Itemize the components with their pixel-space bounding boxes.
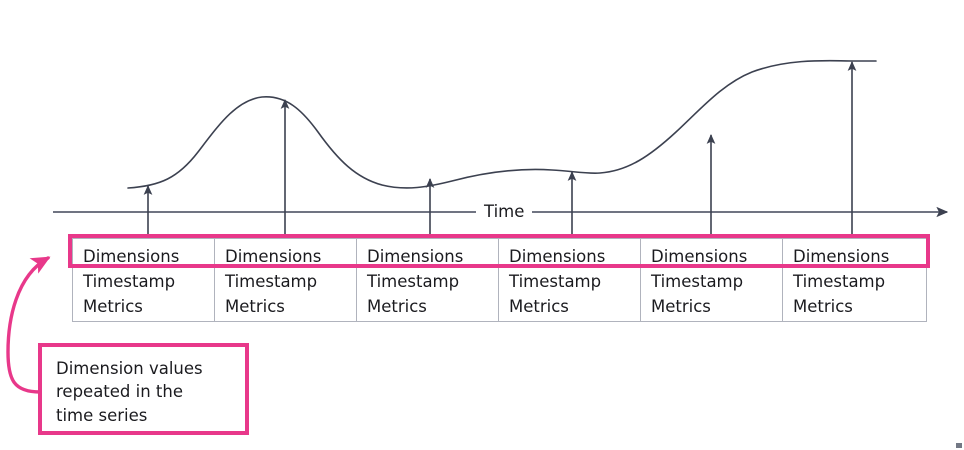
record-field-timestamp: Timestamp: [83, 272, 176, 291]
record-field-metrics: Metrics: [225, 297, 285, 316]
record-field-dimensions: Dimensions: [367, 247, 464, 266]
record-field-timestamp: Timestamp: [225, 272, 318, 291]
sample-arrow-group: [143, 61, 857, 240]
callout-connector-arrow: [6, 256, 51, 394]
corner-artifact: [956, 443, 962, 448]
record-field-dimensions: Dimensions: [83, 247, 180, 266]
record-field-dimensions: Dimensions: [509, 247, 606, 266]
record-field-metrics: Metrics: [651, 297, 711, 316]
record-field-timestamp: Timestamp: [367, 272, 460, 291]
record-field-dimensions: Dimensions: [793, 247, 890, 266]
record-field-metrics: Metrics: [83, 297, 143, 316]
callout-text: Dimension values repeated in the time se…: [56, 359, 203, 425]
callout-box: Dimension values repeated in the time se…: [38, 343, 249, 435]
time-series-curve: [127, 59, 877, 189]
record-field-dimensions: Dimensions: [651, 247, 748, 266]
record-field-metrics: Metrics: [509, 297, 569, 316]
record-field-metrics: Metrics: [367, 297, 427, 316]
record-field-dimensions: Dimensions: [225, 247, 322, 266]
record-field-metrics: Metrics: [793, 297, 853, 316]
record-field-timestamp: Timestamp: [793, 272, 886, 291]
record-field-timestamp: Timestamp: [651, 272, 744, 291]
record-field-timestamp: Timestamp: [509, 272, 602, 291]
time-axis-label: Time: [476, 202, 533, 222]
dimensions-row-highlight: [68, 234, 930, 268]
